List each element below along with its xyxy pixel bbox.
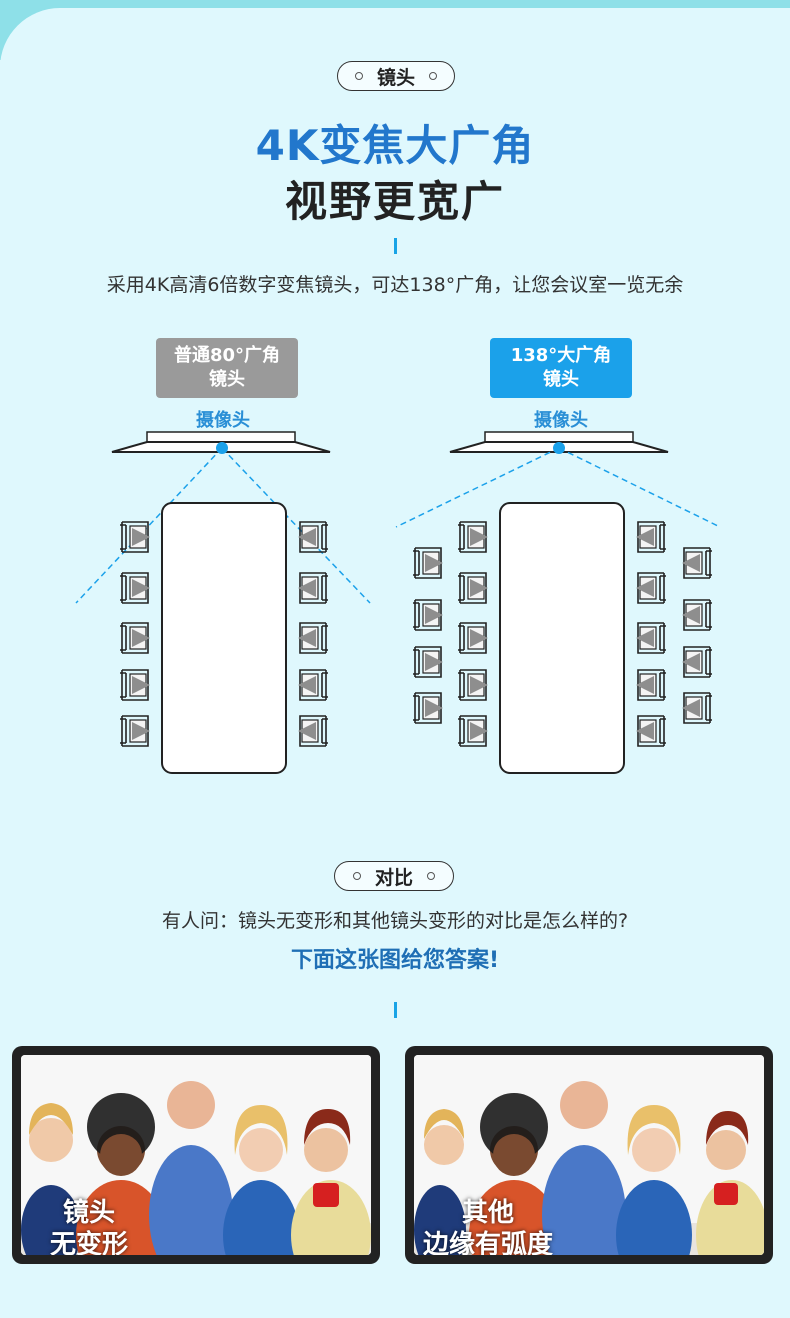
lens-label-line1: 138°大广角 xyxy=(510,345,612,366)
room-wide-lens xyxy=(395,431,721,774)
people-illustration xyxy=(21,1055,371,1255)
section-pill-lens: 镜头 xyxy=(337,61,455,91)
answer-text: 下面这张图给您答案! xyxy=(290,948,500,973)
lens-label-line2: 镜头 xyxy=(543,369,579,390)
caption-line2: 边缘有弧度 xyxy=(422,1230,553,1255)
camera-label: 摄像头 xyxy=(534,410,588,431)
headline: 4K变焦大广角 xyxy=(255,121,535,170)
pill-label: 镜头 xyxy=(376,66,415,89)
group-photo: 镜头 无变形 xyxy=(21,1055,371,1255)
group-photo: 其他 边缘有弧度 xyxy=(414,1055,764,1255)
section-pill-compare: 对比 xyxy=(334,861,454,891)
subheadline: 视野更宽广 xyxy=(284,177,505,226)
caption-line1: 镜头 xyxy=(62,1198,115,1228)
camera-label: 摄像头 xyxy=(196,410,250,431)
question-text: 有人问：镜头无变形和其他镜头变形的对比是怎么样的? xyxy=(161,910,629,932)
photo-caption: 其他 边缘有弧度 xyxy=(418,1197,558,1255)
pill-dot-icon xyxy=(352,872,361,880)
photo-with-distortion: 其他 边缘有弧度 xyxy=(405,1046,773,1264)
pill-dot-icon xyxy=(429,72,437,80)
lens-label-normal: 普通80°广角 镜头 xyxy=(156,338,298,398)
divider-line xyxy=(394,1002,397,1018)
lens-label-line2: 镜头 xyxy=(209,369,245,390)
people-illustration xyxy=(414,1055,764,1255)
lens-label-line1: 普通80°广角 xyxy=(173,345,281,366)
room-normal-lens xyxy=(75,431,371,774)
meeting-room-diagram xyxy=(75,431,721,774)
photo-caption: 镜头 无变形 xyxy=(39,1197,139,1255)
lens-label-wide: 138°大广角 镜头 xyxy=(490,338,632,398)
pill-label: 对比 xyxy=(374,866,413,889)
photo-no-distortion: 镜头 无变形 xyxy=(12,1046,380,1264)
caption-line1: 其他 xyxy=(461,1198,514,1228)
caption-line2: 无变形 xyxy=(49,1230,128,1255)
description-text: 采用4K高清6倍数字变焦镜头，可达138°广角，让您会议室一览无余 xyxy=(106,274,684,296)
divider-line xyxy=(394,238,397,254)
pill-dot-icon xyxy=(427,872,435,880)
pill-dot-icon xyxy=(354,72,363,80)
